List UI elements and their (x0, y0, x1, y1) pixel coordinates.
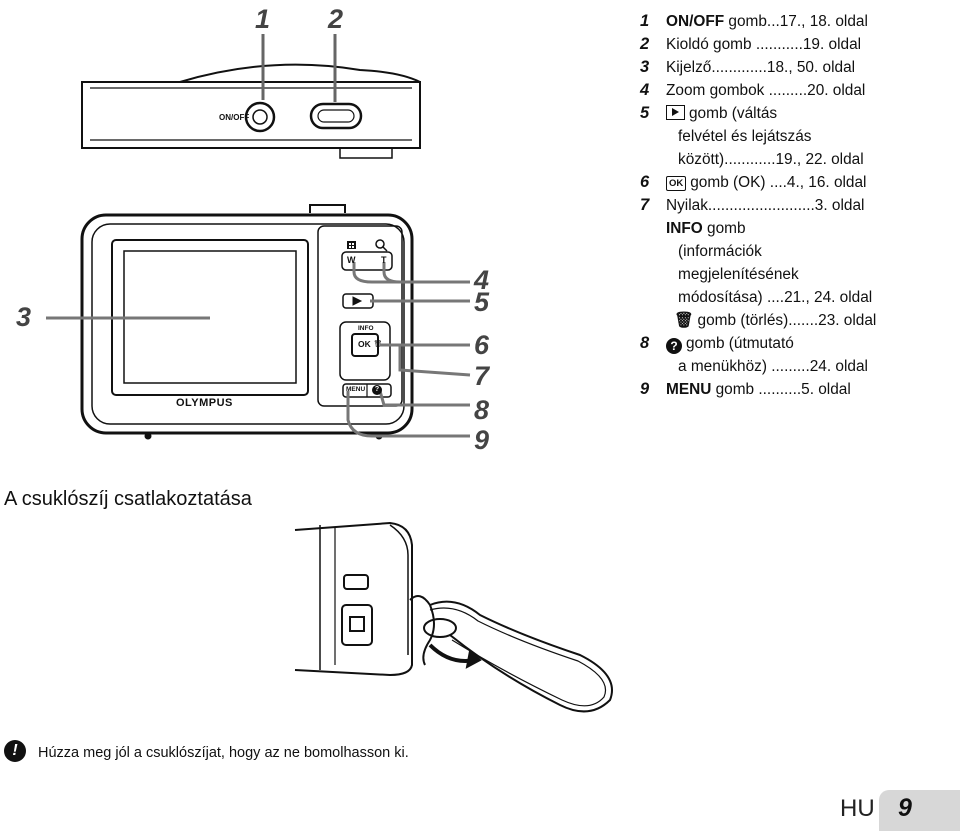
legend-row: módosítása) ....21., 24. oldal (678, 289, 873, 306)
callout-3: 3 (16, 302, 32, 332)
ok-button-icon: OK (666, 176, 687, 191)
onoff-label: ON/OFF (219, 113, 250, 122)
page-number-box (879, 790, 960, 831)
playback-icon (666, 105, 685, 120)
menu-label: MENU (346, 386, 366, 393)
zoom-w-label: W (347, 255, 356, 265)
callout-1: 1 (255, 4, 271, 34)
legend-row: INFO gomb (666, 220, 746, 237)
legend-row: megjelenítésének (678, 266, 799, 283)
legend-row: 🗑gomb (törlés).......23. oldal (674, 312, 877, 329)
callout-2: 2 (328, 4, 344, 34)
brand-logo-text: OLYMPUS (176, 397, 233, 409)
legend-row: 8?gomb (útmutató (640, 334, 794, 354)
legend-row: között)............19., 22. oldal (678, 151, 864, 168)
callout-9: 9 (474, 425, 490, 455)
callout-6: 6 (474, 330, 490, 360)
callout-5: 5 (474, 287, 490, 317)
help-button-icon: ? (372, 385, 382, 395)
callout-8: 8 (474, 395, 490, 425)
callout-7: 7 (474, 361, 490, 391)
svg-text:🗑: 🗑 (374, 339, 383, 348)
camera-top-view-illustration: 🗑 (46, 34, 471, 440)
legend-row: felvétel és lejátszás (678, 128, 812, 145)
callout-4: 4 (474, 265, 490, 295)
ok-label: OK (358, 339, 371, 349)
trash-icon: 🗑 (674, 312, 694, 329)
warning-text: Húzza meg jól a csuklószíjat, hogy az ne… (38, 745, 409, 761)
info-label: INFO (358, 325, 374, 332)
section-title: A csuklószíj csatlakoztatása (4, 488, 252, 510)
footer-language: HU (840, 795, 875, 822)
zoom-t-label: T (381, 255, 387, 265)
legend-row: a menükhöz) .........24. oldal (678, 358, 868, 375)
help-icon: ? (666, 338, 682, 354)
legend-row: (információk (678, 243, 762, 260)
strap-attachment-illustration (294, 521, 613, 713)
warning-icon: ! (4, 740, 26, 762)
page-number: 9 (898, 794, 912, 822)
